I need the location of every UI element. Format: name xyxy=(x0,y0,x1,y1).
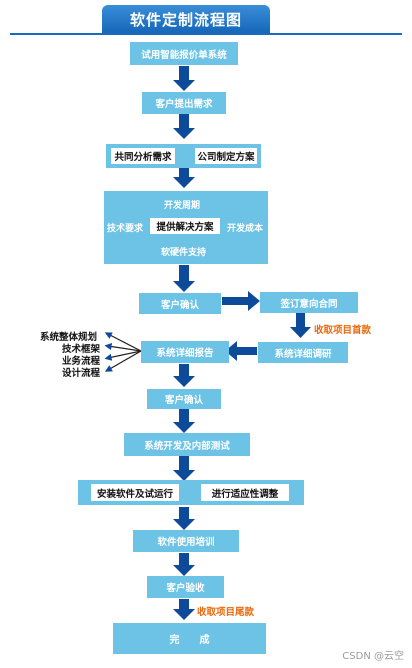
page-title: 软件定制流程图 xyxy=(102,5,270,34)
down-arrow xyxy=(173,553,195,576)
step-joint-analysis: 共同分析需求 xyxy=(111,148,175,164)
step-sign-intent-contract: 签订意向合同 xyxy=(260,292,358,313)
report-item: 技术框架 xyxy=(62,344,101,355)
down-arrow xyxy=(173,364,195,387)
note-first-payment: 收取项目首款 xyxy=(314,325,372,336)
down-arrows xyxy=(173,66,311,620)
step-company-plan: 公司制定方案 xyxy=(195,148,257,164)
step-dev-internal-test: 系统开发及内部测试 xyxy=(124,433,250,456)
cycle-center-solution: 提供解决方案 xyxy=(150,218,220,234)
step-adaptive-adjustment: 进行适应性调整 xyxy=(201,484,289,501)
cycle-label-hw-sw-support: 软硬件支持 xyxy=(161,248,207,258)
step-detailed-report: 系统详细报告 xyxy=(141,341,229,363)
down-arrow xyxy=(173,114,195,139)
step-trial-quote-system: 试用智能报价单系统 xyxy=(130,42,238,65)
right-arrow xyxy=(222,291,260,311)
left-arrow xyxy=(225,341,257,361)
cycle-label-dev-period: 开发周期 xyxy=(164,201,201,211)
watermark: CSDN @云空 xyxy=(342,651,404,662)
down-arrow xyxy=(173,507,195,530)
down-arrow xyxy=(173,168,195,188)
step-client-acceptance: 客户验收 xyxy=(147,576,224,598)
step-install-trial-run: 安装软件及试运行 xyxy=(91,484,179,501)
report-item: 设计流程 xyxy=(62,368,101,379)
down-arrow xyxy=(173,265,195,292)
step-client-confirm-1: 客户确认 xyxy=(139,293,221,314)
note-final-payment: 收取项目尾款 xyxy=(197,607,255,618)
step-detailed-research: 系统详细调研 xyxy=(258,342,348,363)
down-arrow xyxy=(173,66,195,91)
cycle-label-tech-requirements: 技术要求 xyxy=(107,224,144,234)
down-arrow xyxy=(173,409,195,433)
down-arrow xyxy=(290,313,311,338)
report-item: 业务流程 xyxy=(62,356,101,367)
step-client-requirements: 客户提出需求 xyxy=(142,92,226,114)
down-arrow xyxy=(173,456,195,481)
cycle-label-dev-cost: 开发成本 xyxy=(227,224,264,234)
report-fan-arrows xyxy=(104,332,142,372)
down-arrow xyxy=(173,599,195,620)
step-software-training: 软件使用培训 xyxy=(133,530,239,552)
step-complete: 完 成 xyxy=(113,623,266,654)
title-divider xyxy=(10,33,402,35)
step-client-confirm-2: 客户确认 xyxy=(147,389,221,409)
report-item: 系统整体规划 xyxy=(40,332,98,343)
